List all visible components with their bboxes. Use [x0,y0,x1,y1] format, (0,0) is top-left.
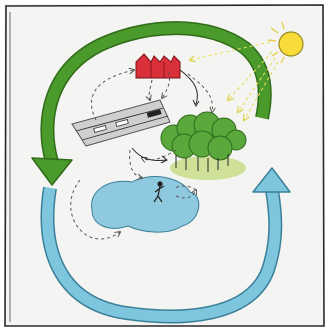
lake-icon [92,177,199,233]
